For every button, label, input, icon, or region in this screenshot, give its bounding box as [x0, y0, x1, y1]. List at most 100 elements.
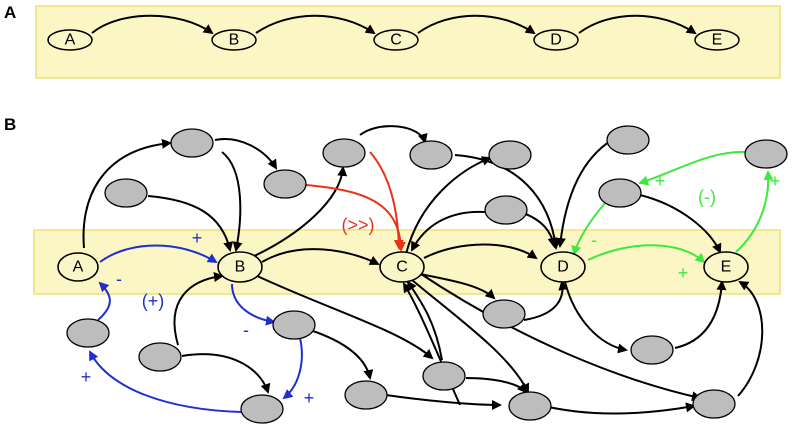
sign-red-double: (>>)	[341, 215, 374, 235]
sign-minus-b-down: -	[243, 320, 249, 340]
panel-a-node-b-label: B	[229, 32, 240, 49]
sign-green-minus-paren: (-)	[698, 187, 716, 207]
grey-node	[598, 178, 642, 208]
grey-node	[606, 125, 650, 155]
grey-node	[344, 380, 388, 410]
edge-c-d	[423, 243, 538, 260]
panel-b-node-b: B	[217, 251, 263, 283]
panel-a: A A B C D E	[4, 3, 781, 79]
panel-a-node-d-label: D	[550, 32, 562, 49]
panel-a-node-c-label: C	[390, 32, 402, 49]
edge-g18-e	[674, 280, 727, 349]
edge-g5-d	[454, 154, 560, 250]
panel-b-node-e-label: E	[721, 259, 732, 276]
edge-c-g17	[417, 271, 702, 402]
edge-a-up	[82, 138, 172, 249]
panel-a-node-e-label: E	[712, 32, 723, 49]
grey-node	[482, 299, 526, 329]
edge-g11-g9-blue	[89, 350, 243, 413]
grey-node	[630, 335, 674, 365]
edge-g9-a-blue	[97, 281, 111, 321]
panel-b-node-d: D	[540, 251, 586, 283]
grey-node	[692, 389, 736, 419]
edge-g10-b	[173, 272, 224, 346]
panel-b-sign-labels: + - (+) - + + (>>) + (-) + - +	[81, 171, 781, 408]
sign-green-plus-d: +	[678, 263, 689, 283]
sign-green-minus-d: -	[591, 230, 597, 250]
edge-g17-e	[737, 280, 764, 397]
edge-g20-e	[639, 194, 722, 254]
panel-b-grey-nodes	[66, 125, 788, 424]
panel-a-node-a: A	[47, 29, 93, 51]
panel-b-node-a: A	[57, 252, 99, 282]
panel-a-node-b: B	[211, 29, 257, 51]
edge-g8-g11-blue	[282, 337, 303, 400]
edge-c-g6	[405, 156, 492, 255]
edge-g12-g16	[465, 377, 528, 394]
edge-g21-g20-green	[638, 150, 749, 186]
edge-g19-d	[555, 139, 613, 248]
edge-e-g21-green	[735, 170, 774, 253]
edge-g8-g14	[309, 329, 374, 380]
panel-b-node-a-label: A	[73, 259, 84, 276]
panel-b-blue-edges	[89, 244, 303, 413]
edge-g4-c-red	[369, 151, 404, 250]
edge-g1-g3	[214, 138, 278, 170]
edge-b-c	[255, 14, 376, 35]
edge-a-b-blue	[99, 244, 218, 264]
edge-b-g8-blue	[231, 283, 276, 326]
panel-b-node-c-label: C	[396, 259, 408, 276]
panel-b-green-edges	[571, 150, 774, 264]
edge-g20-d-green	[571, 201, 607, 256]
edge-d-e	[578, 14, 697, 35]
panel-b-node-b-label: B	[235, 259, 246, 276]
sign-plus-paren: (+)	[142, 291, 165, 311]
panel-b-node-e: E	[703, 251, 749, 283]
grey-node	[170, 128, 214, 158]
grey-node	[508, 391, 552, 421]
panel-a-node-d: D	[533, 29, 579, 51]
edge-g7-c	[411, 210, 486, 252]
sign-minus-a: -	[116, 269, 122, 289]
panel-a-node-a-label: A	[65, 32, 76, 49]
edge-d-e-green	[587, 244, 706, 264]
edge-g10-g11	[181, 353, 271, 394]
edge-g4-g5	[359, 125, 428, 144]
edge-c-d	[417, 14, 536, 35]
grey-node	[409, 140, 453, 170]
panel-b-node-c: C	[379, 251, 425, 283]
grey-node	[422, 361, 466, 391]
edge-b-g4	[249, 166, 348, 259]
edge-c-g13	[419, 273, 496, 300]
panel-b: B	[4, 115, 788, 424]
panel-b-node-d-label: D	[557, 259, 569, 276]
sign-green-plus-top: +	[655, 171, 666, 191]
panel-b-label: B	[4, 115, 16, 134]
panel-a-edges	[91, 14, 697, 35]
edge-b-c	[261, 248, 380, 265]
grey-node	[488, 140, 532, 170]
edge-g16-g17	[539, 402, 696, 415]
grey-node	[104, 178, 148, 208]
grey-node	[744, 139, 788, 169]
grey-node	[484, 195, 528, 225]
edge-g1-b	[221, 151, 243, 252]
sign-plus-bottom: +	[304, 388, 315, 408]
panel-a-node-c: C	[373, 29, 419, 51]
edge-c-g16	[411, 279, 529, 394]
panel-b-red-edges	[305, 151, 406, 252]
edge-g2-b	[147, 195, 234, 252]
grey-node	[263, 169, 307, 199]
grey-node	[322, 138, 366, 168]
edge-d-g18	[564, 281, 628, 354]
sign-green-plus-right: +	[770, 171, 781, 191]
grey-node	[240, 394, 284, 424]
sign-plus-bottom-left: +	[81, 367, 92, 387]
sign-plus-a-b: +	[192, 228, 203, 248]
edge-g15-c	[402, 282, 461, 406]
grey-node	[138, 342, 182, 372]
panel-a-node-e: E	[694, 29, 740, 51]
grey-node	[66, 318, 110, 348]
grey-node	[272, 310, 316, 340]
edge-a-b	[91, 14, 214, 35]
